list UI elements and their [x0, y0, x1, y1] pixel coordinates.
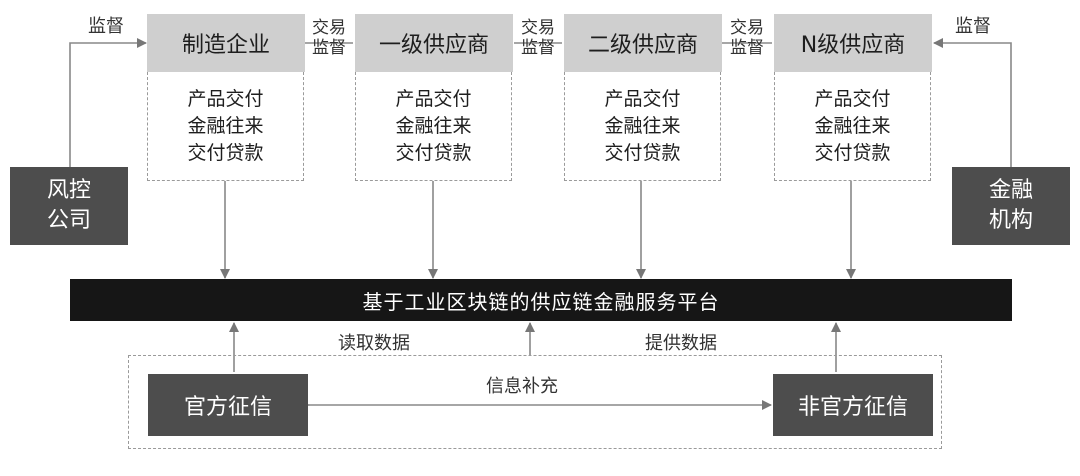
- link-label-1: 交易监督: [312, 18, 346, 58]
- unofficial-credit-box: 非官方征信: [773, 374, 933, 436]
- node-item: 产品交付: [187, 87, 264, 110]
- link-label-2: 交易监督: [521, 18, 555, 58]
- node-item: 金融往来: [187, 114, 264, 137]
- financial-institution: 金融机构: [952, 167, 1070, 245]
- node-head-tier2: 二级供应商: [564, 14, 722, 72]
- official-credit-box: 官方征信: [148, 374, 308, 436]
- link-label-3: 交易监督: [730, 18, 764, 58]
- info-supplement-label: 信息补充: [486, 376, 558, 397]
- credit-area: [128, 355, 942, 449]
- node-item: 产品交付: [814, 87, 891, 110]
- node-item: 金融往来: [395, 114, 472, 137]
- node-body-tierN: 产品交付 金融往来 交付贷款: [774, 72, 931, 181]
- risk-control-company: 风控公司: [10, 167, 128, 245]
- node-item: 产品交付: [604, 87, 681, 110]
- node-item: 金融往来: [814, 114, 891, 137]
- supervise-left-label: 监督: [88, 16, 124, 37]
- node-item: 交付贷款: [187, 141, 264, 164]
- node-item: 交付贷款: [395, 141, 472, 164]
- node-item: 产品交付: [395, 87, 472, 110]
- read-data-label: 读取数据: [338, 333, 410, 354]
- supervise-right-label: 监督: [955, 16, 991, 37]
- node-item: 金融往来: [604, 114, 681, 137]
- provide-data-label: 提供数据: [645, 333, 717, 354]
- node-body-manufacturer: 产品交付 金融往来 交付贷款: [147, 72, 304, 181]
- supervise-right-arrow: [933, 38, 1012, 167]
- node-head-manufacturer: 制造企业: [147, 14, 305, 72]
- node-body-tier2: 产品交付 金融往来 交付贷款: [564, 72, 721, 181]
- node-item: 交付贷款: [604, 141, 681, 164]
- platform-bar: 基于工业区块链的供应链金融服务平台: [70, 279, 1012, 321]
- node-item: 交付贷款: [814, 141, 891, 164]
- node-head-tierN: N级供应商: [774, 14, 932, 72]
- node-head-tier1: 一级供应商: [355, 14, 513, 72]
- supervise-left-arrow: [69, 38, 147, 167]
- node-body-tier1: 产品交付 金融往来 交付贷款: [355, 72, 512, 181]
